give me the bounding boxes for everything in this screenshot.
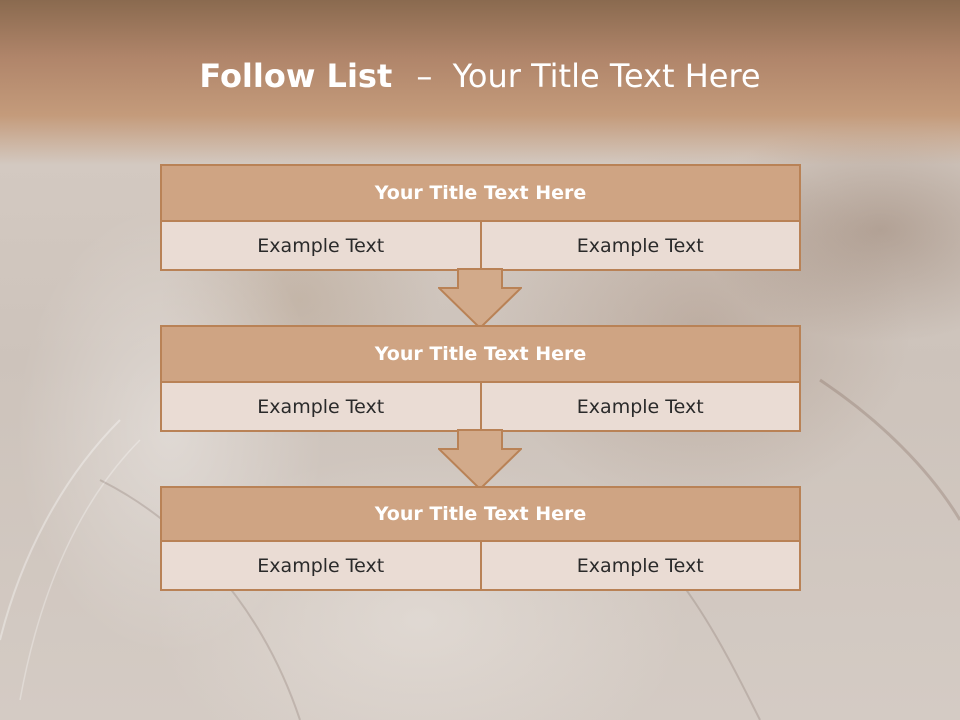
step-text-left: Example Text (160, 542, 482, 591)
step-title: Your Title Text Here (160, 164, 801, 222)
step-block-3: Your Title Text Here Example Text Exampl… (160, 486, 801, 591)
step-title: Your Title Text Here (160, 486, 801, 542)
slide-title: Follow List – Your Title Text Here (0, 52, 960, 100)
title-bold: Follow List (199, 57, 393, 95)
step-block-2: Your Title Text Here Example Text Exampl… (160, 325, 801, 432)
down-arrow-icon (438, 429, 522, 491)
step-title: Your Title Text Here (160, 325, 801, 383)
step-text-left: Example Text (160, 222, 482, 271)
down-arrow-icon (438, 268, 522, 330)
step-text-left: Example Text (160, 383, 482, 432)
step-block-1: Your Title Text Here Example Text Exampl… (160, 164, 801, 271)
title-rest: Your Title Text Here (452, 57, 761, 95)
title-separator: – (416, 57, 433, 95)
step-text-right: Example Text (481, 222, 801, 271)
step-text-right: Example Text (481, 542, 801, 591)
step-text-right: Example Text (481, 383, 801, 432)
title-banner (0, 0, 960, 165)
